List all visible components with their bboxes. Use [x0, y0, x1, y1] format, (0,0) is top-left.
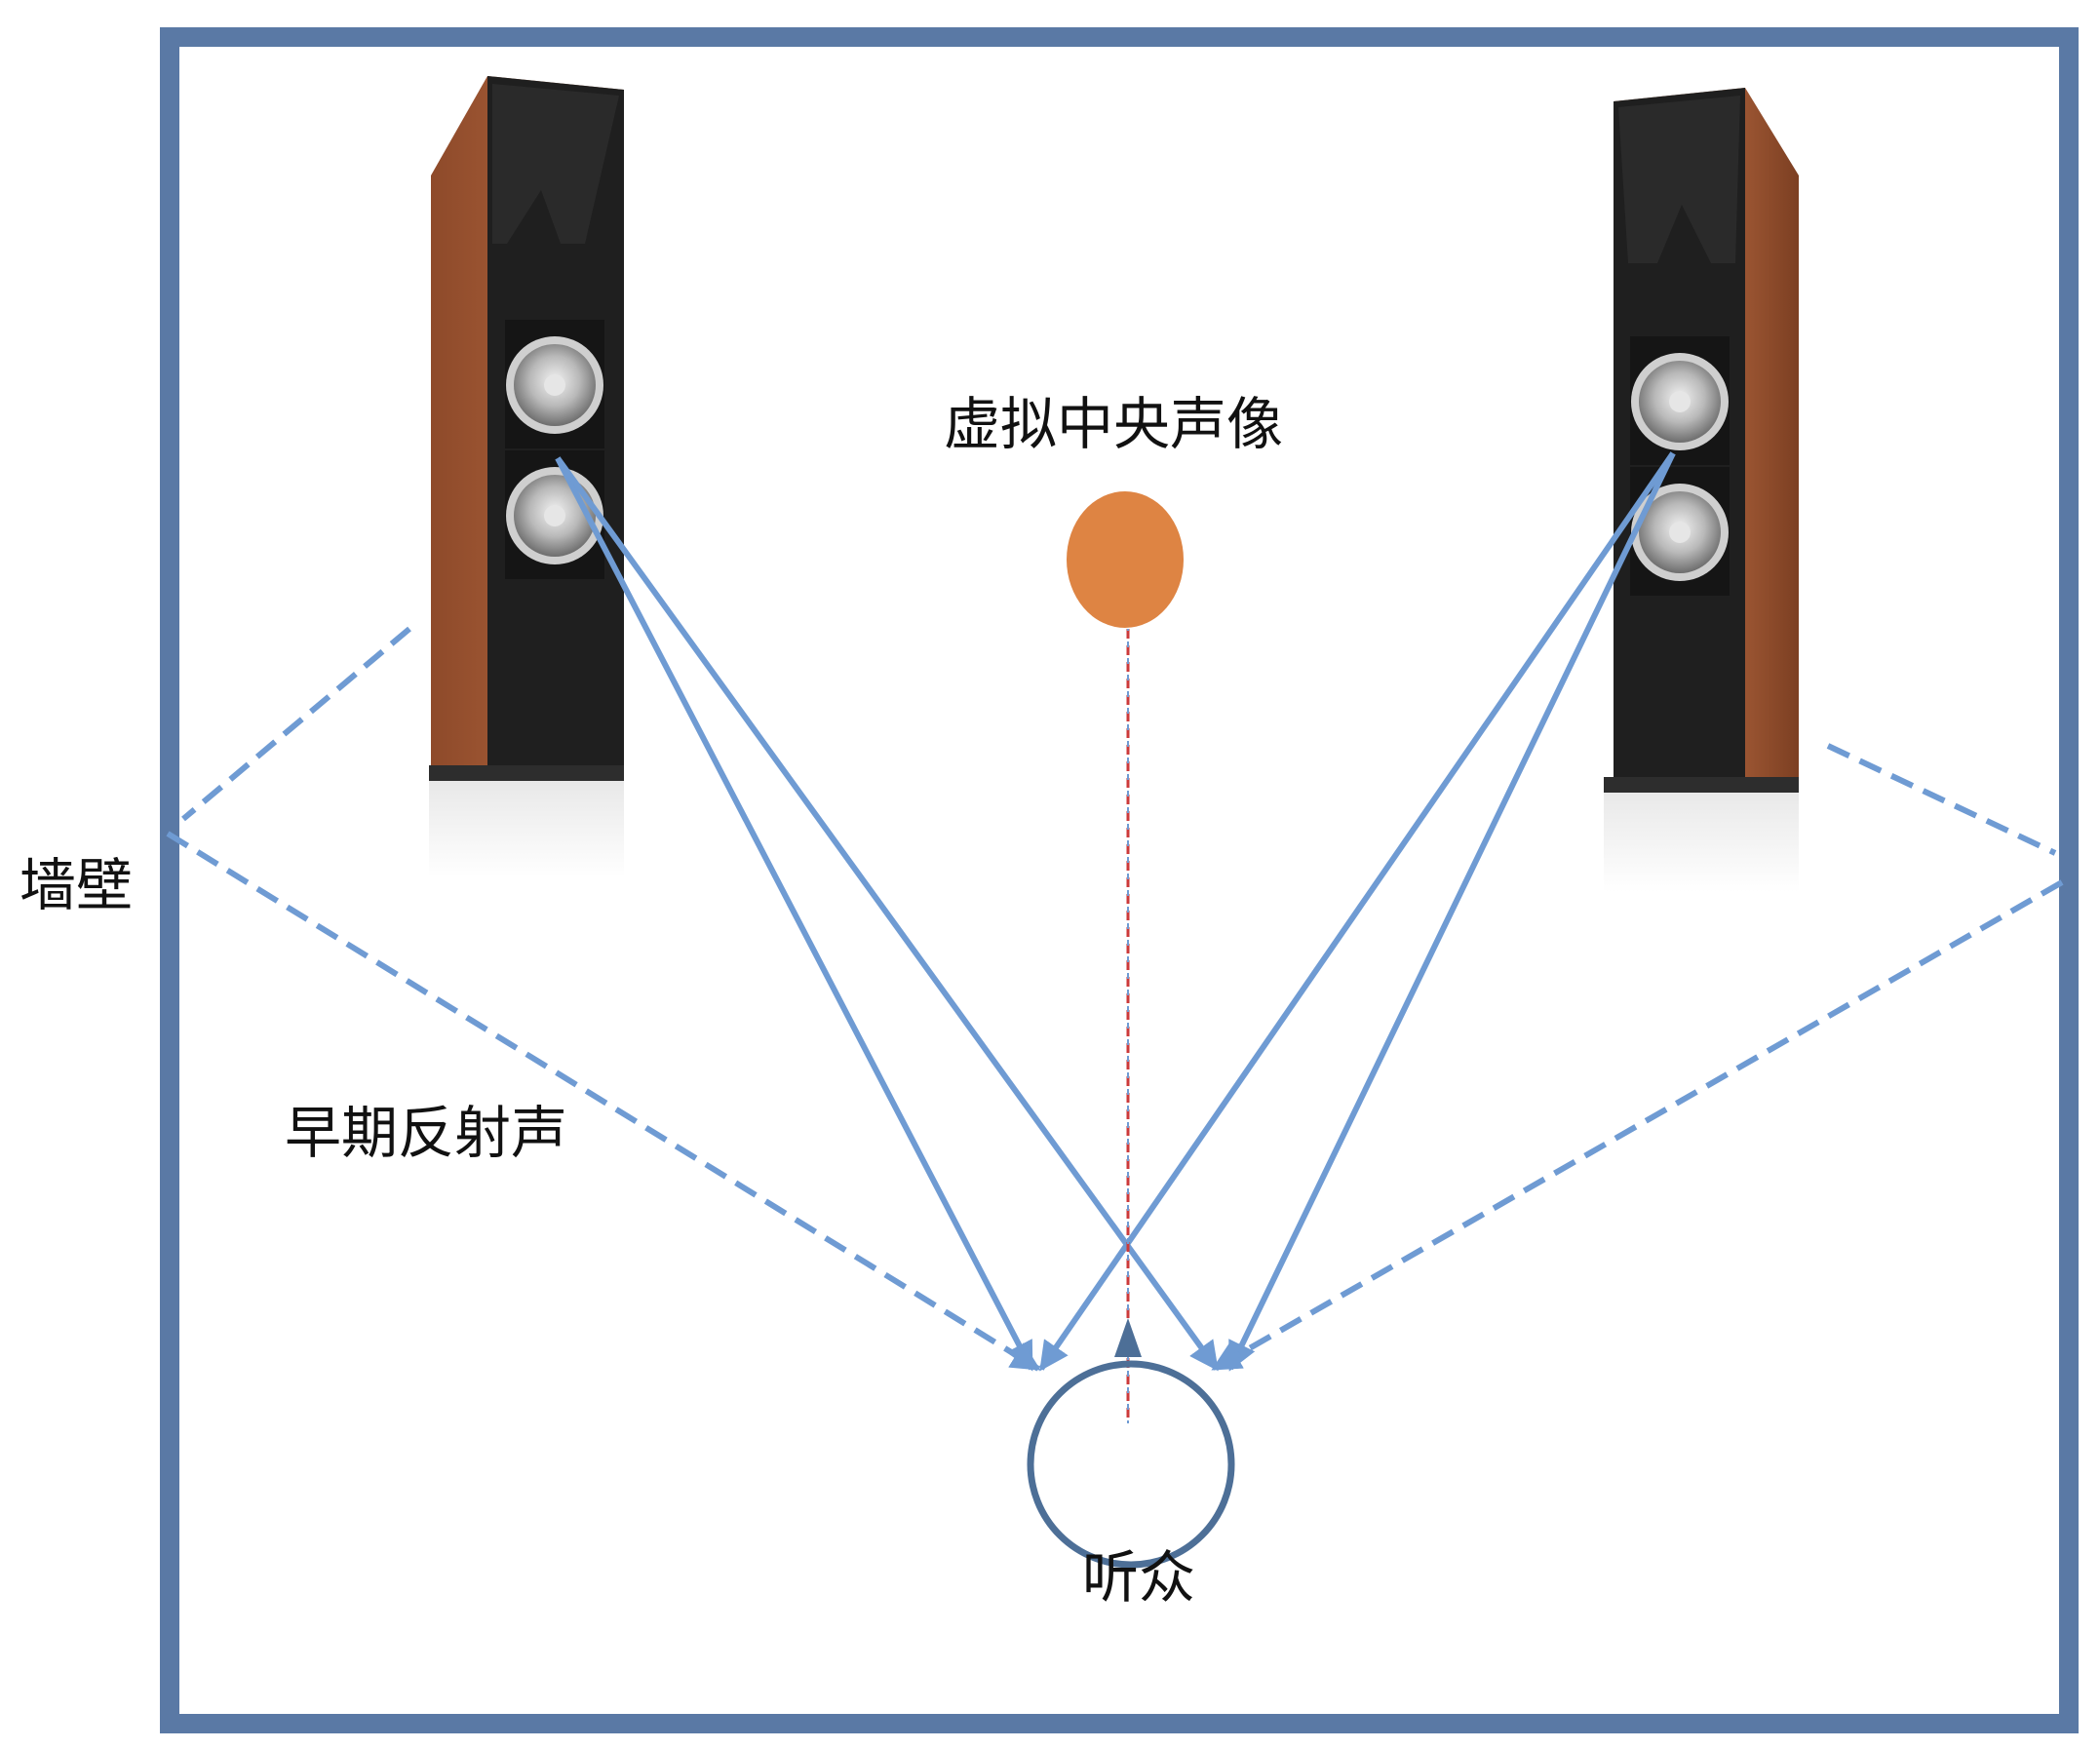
direct-path-left-to-left-ear — [555, 456, 1034, 1372]
right-reflection-to-listener — [1211, 879, 2064, 1372]
direct-path-left-to-right-ear — [555, 456, 1220, 1372]
right-reflection-incident — [1826, 743, 2057, 856]
early-reflections-label: 早期反射声 — [285, 1100, 567, 1166]
left-reflection-incident — [181, 626, 411, 822]
right-speaker-icon — [1604, 88, 1799, 892]
room-wall-frame — [160, 27, 2079, 1733]
listener-label: 听众 — [1082, 1544, 1195, 1611]
direct-path-right-to-right-ear — [1227, 451, 1676, 1372]
virtual-center-image-label: 虚拟中央声像 — [944, 391, 1283, 457]
listener-icon — [1027, 1318, 1235, 1569]
direct-path-right-to-left-ear — [1038, 451, 1676, 1372]
left-speaker-icon — [429, 76, 624, 877]
left-reflection-to-listener — [166, 831, 1041, 1372]
virtual-center-image-icon — [1067, 491, 1184, 628]
wall-label: 墙壁 — [19, 852, 133, 918]
